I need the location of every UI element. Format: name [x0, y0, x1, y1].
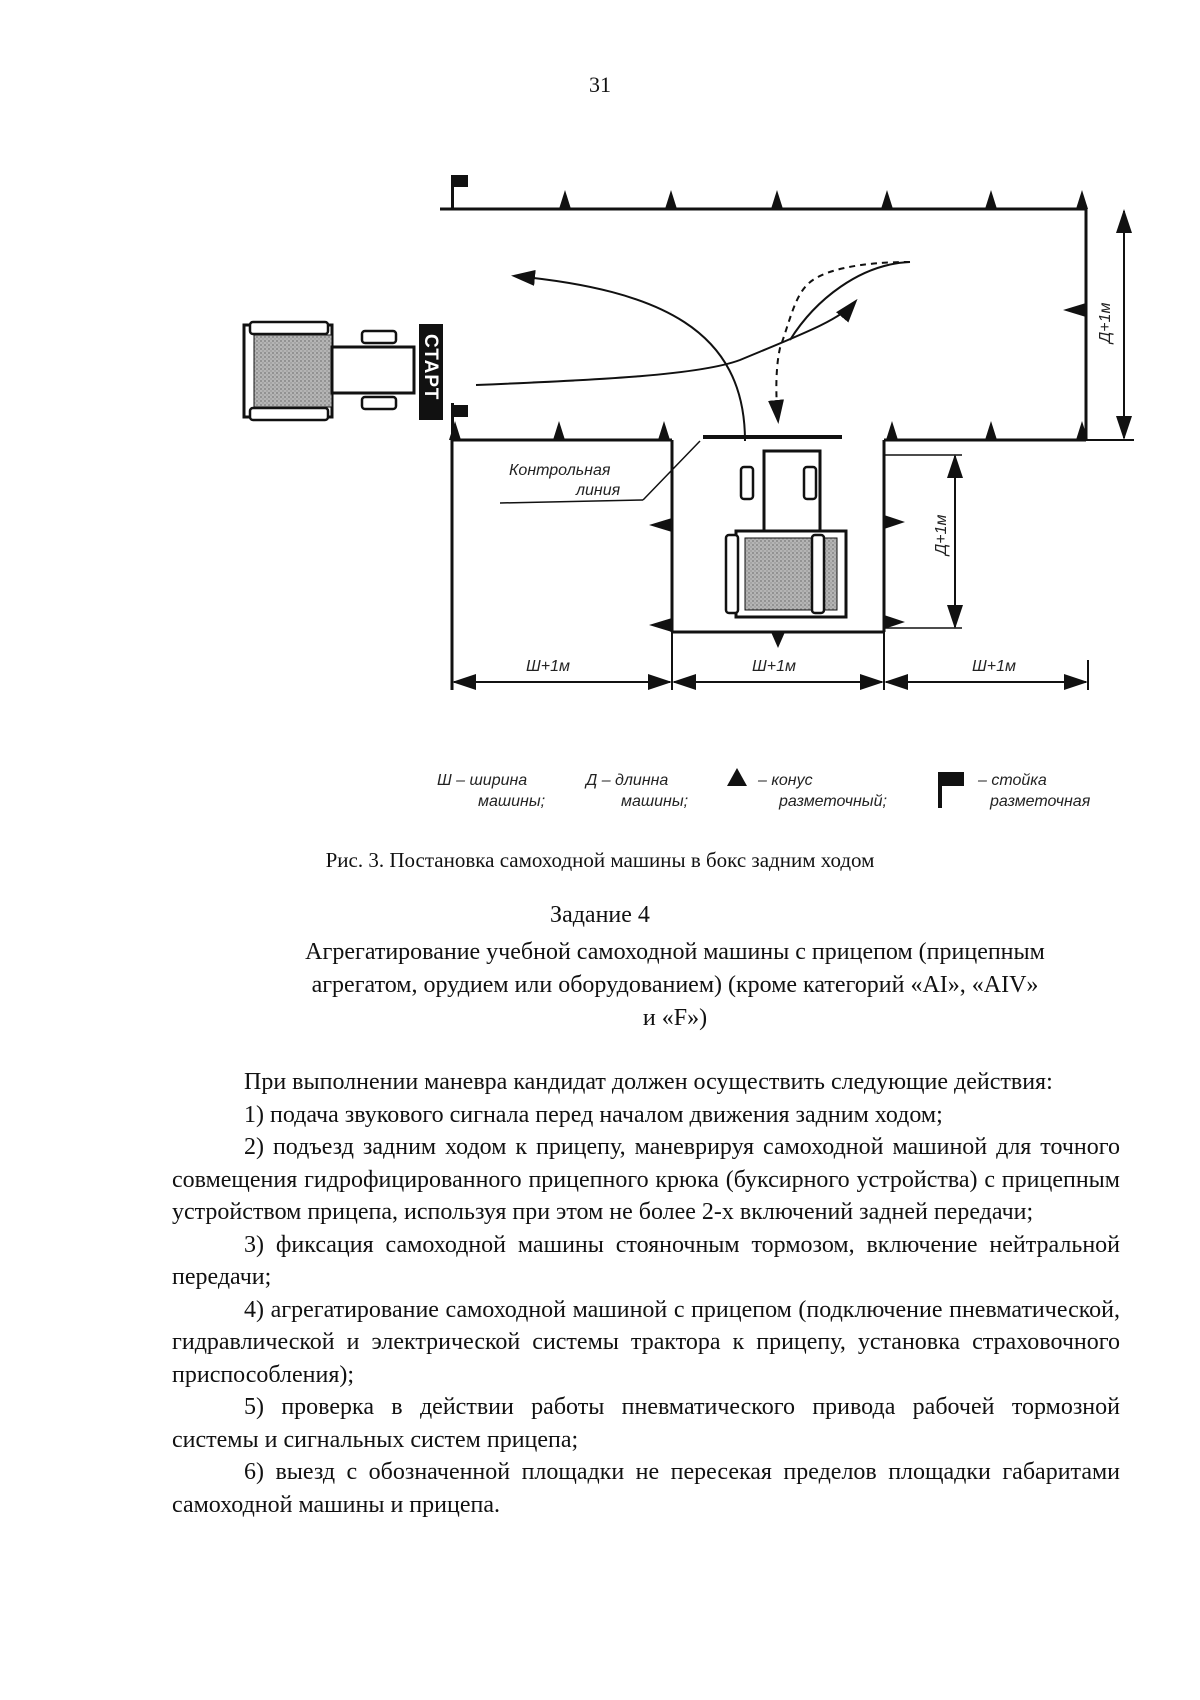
legend-length-line2: машины; [621, 793, 688, 810]
list-item-rest: для точного совмещения гидрофицированног… [172, 1134, 1121, 1225]
task-heading: Задание 4 [550, 902, 650, 928]
dim-length-right: Д+1м [1097, 302, 1114, 345]
tractor-in-box-icon [724, 449, 848, 619]
figure-caption: Рис. 3. Постановка самоходной машины в б… [325, 848, 875, 872]
cone-markers-top [449, 190, 1088, 648]
intro-continuation: действия: [954, 1069, 1053, 1095]
dim-width-box: Ш+1м [752, 658, 796, 675]
start-label: СТАРТ [420, 334, 441, 400]
list-item: 5) проверка в действии работы пневматиче… [172, 1391, 1120, 1456]
legend-length-line1: Д – длинна [584, 772, 668, 789]
intro-paragraph: При выполнении маневра кандидат должен о… [172, 1066, 1120, 1099]
task-title-line: агрегатом, орудием или оборудованием) (к… [311, 972, 1039, 998]
list-item-first: 3) фиксация самоходной машины стояночным… [244, 1231, 978, 1258]
list-item: 3) фиксация самоходной машины стояночным… [172, 1229, 1120, 1294]
legend-cone-line1: – конус [757, 772, 813, 789]
list-item-first: 5) проверка в действии работы пневматиче… [244, 1394, 995, 1420]
legend-width-line2: машины; [478, 793, 545, 810]
list-item-rest: нейтральной передачи; [172, 1231, 1120, 1291]
task-title-line: Агрегатирование учебной самоходной машин… [305, 939, 1045, 965]
flag-markers [451, 175, 468, 440]
legend-flag-icon [938, 772, 964, 808]
legend-flag-line2: разметочная [989, 793, 1091, 810]
control-line-label: Контрольная линия [499, 440, 701, 504]
dim-width-right: Ш+1м [972, 658, 1016, 675]
legend-cone-line2: разметочный; [778, 793, 887, 810]
page-number: 31 [589, 72, 611, 97]
task-title: Агрегатирование учебной самоходной машин… [230, 936, 1120, 1035]
list-item-rest: тормозной системы и сигнальных систем пр… [172, 1394, 1120, 1453]
list-item: 4) агрегатирование самоходной машиной с … [172, 1294, 1120, 1392]
list-item: 6) выезд с обозначенной площадки не пере… [172, 1456, 1120, 1521]
control-line-label-line1: Контрольная [509, 462, 611, 479]
start-sign: СТАРТ [419, 324, 443, 420]
list-item: 1) подача звукового сигнала перед начало… [172, 1099, 1120, 1132]
tractor-start-icon [242, 320, 416, 422]
legend-cone-icon [727, 768, 747, 786]
intro-line: При выполнении маневра кандидат должен о… [244, 1069, 949, 1095]
control-line-label-line2: линия [575, 482, 621, 499]
dim-length-box: Д+1м [933, 514, 950, 557]
dimension-box-length: Д+1м [884, 454, 963, 629]
list-item-rest: габаритами самоходной машины и прицепа. [172, 1459, 1120, 1518]
legend-flag-line1: – стойка [977, 772, 1047, 789]
dim-width-left: Ш+1м [526, 658, 570, 675]
dimension-right-top: Д+1м [1086, 209, 1134, 441]
box-maneuver-diagram: СТАРТ Контрольная линия [242, 175, 1134, 810]
trajectory-arrows [475, 261, 911, 442]
list-item-rest: пневматической, гидравлической и электри… [172, 1296, 1120, 1388]
dimension-widths [451, 632, 1089, 690]
body-text: При выполнении маневра кандидат должен о… [172, 1066, 1120, 1521]
list-item: 2) подъезд задним ходом к прицепу, манев… [172, 1131, 1120, 1229]
legend-width-line1: Ш – ширина [437, 772, 527, 789]
diagram-legend: Ш – ширина машины; Д – длинна машины; – … [437, 768, 1091, 810]
list-item-first: 4) агрегатирование самоходной машиной с … [244, 1296, 943, 1323]
list-item-first: 2) подъезд задним ходом к прицепу, манев… [244, 1134, 988, 1160]
task-title-line: и «F») [642, 1005, 708, 1031]
list-item-first: 1) подача звукового сигнала перед начало… [244, 1101, 943, 1128]
list-item-first: 6) выезд с обозначенной площадки не пере… [244, 1459, 991, 1485]
